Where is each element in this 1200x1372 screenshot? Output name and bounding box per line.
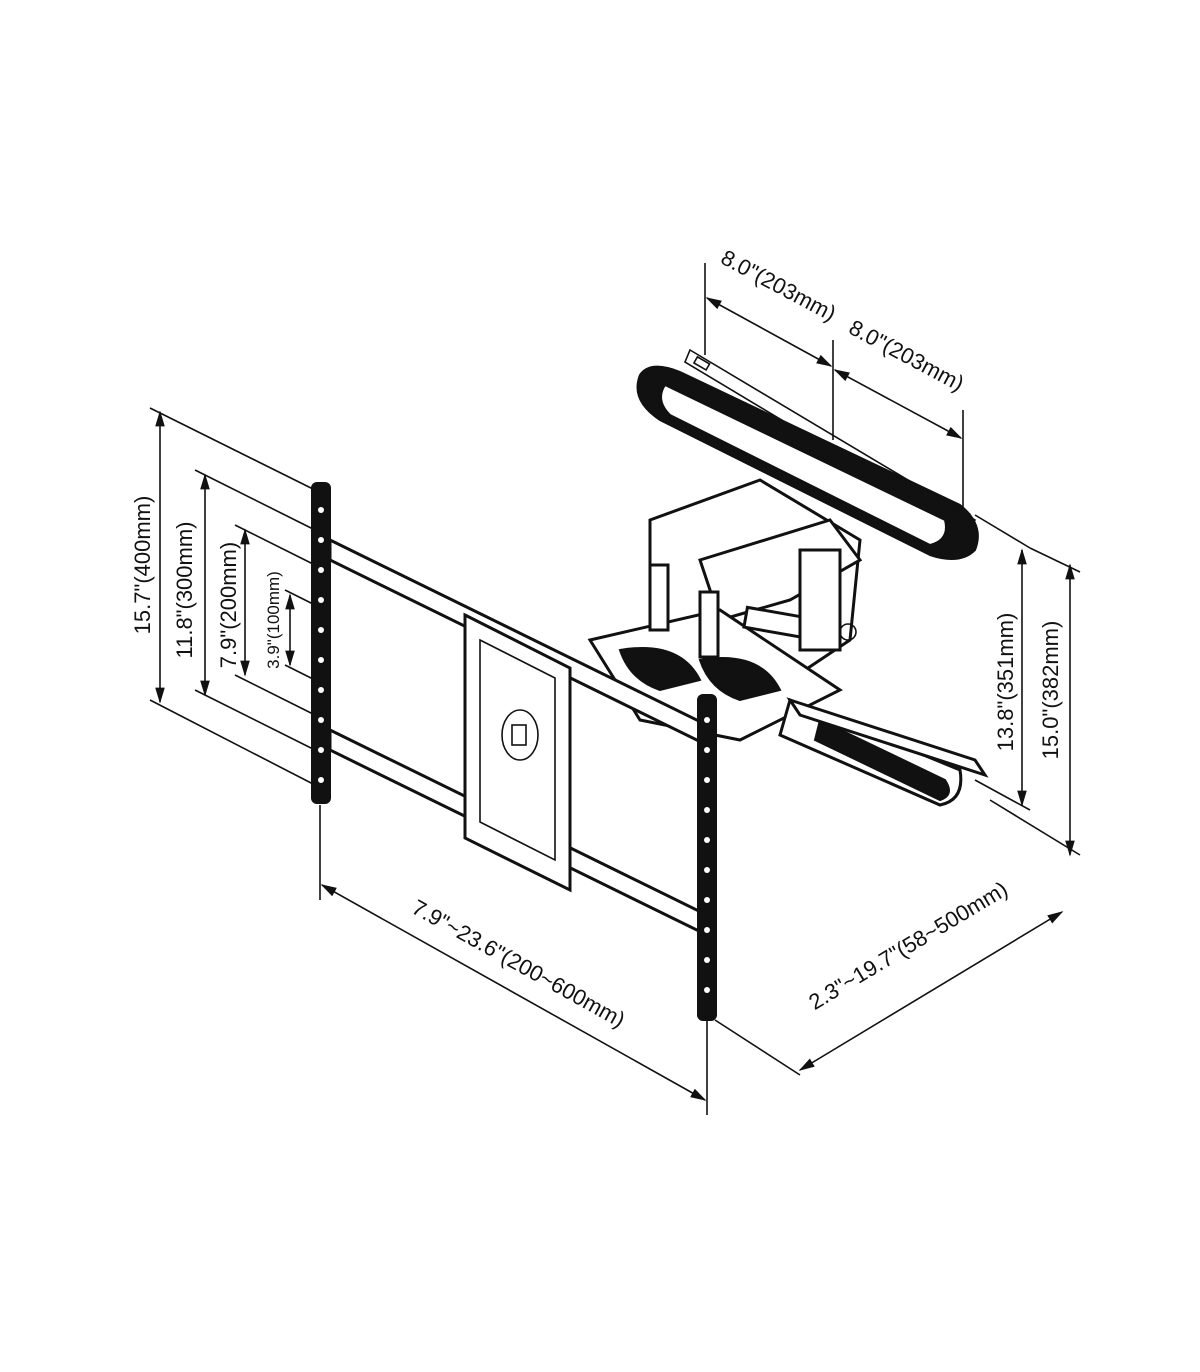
label-vesa-height-100: 3.9"(100mm) [264,571,283,669]
tv-bracket [311,482,717,1021]
label-vesa-height-300: 11.8"(300mm) [172,521,197,658]
label-wall-plate-height-inner: 13.8"(351mm) [993,613,1018,752]
wall-plate-width-dimensions [704,263,964,510]
label-wall-plate-width-right: 8.0"(203mm) [845,315,968,396]
label-extension-range: 2.3"~19.7"(58~500mm) [804,876,1012,1014]
label-vesa-height-400: 15.7"(400mm) [130,496,155,635]
vesa-height-dimensions [149,407,316,786]
label-vesa-width-range: 7.9"~23.6"(200~600mm) [408,894,630,1032]
wall-plate-height-dimensions [974,514,1081,857]
wall-plate [636,348,979,560]
label-vesa-height-200: 7.9"(200mm) [216,542,241,668]
label-wall-plate-height-outer: 15.0"(382mm) [1038,621,1063,760]
range-dimensions [319,805,1064,1115]
